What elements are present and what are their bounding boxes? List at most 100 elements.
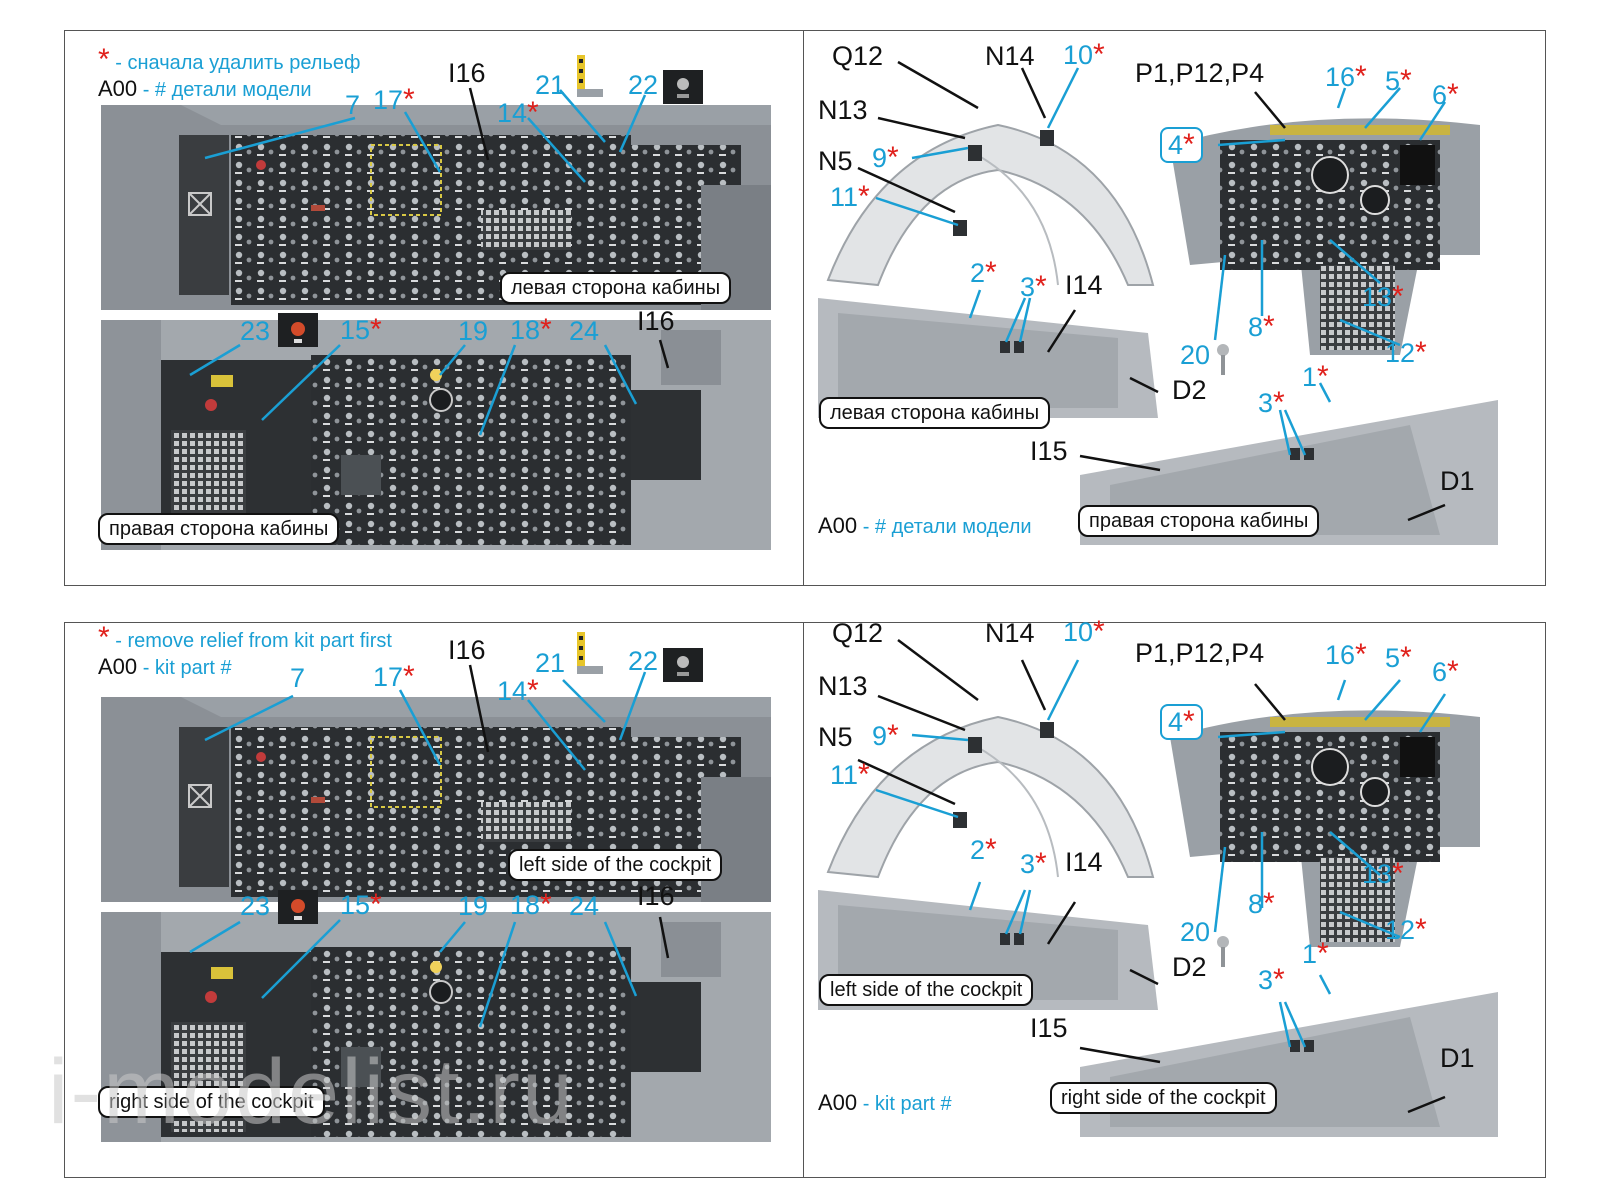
legend-code: A00 [818,513,858,538]
callout-number: 9 [872,721,888,751]
asterisk-mark: * [1392,280,1404,313]
asterisk-mark: * [1035,270,1047,303]
caption-right-side: правая сторона кабины [1078,505,1320,537]
legend-text: - remove relief from kit part first [109,630,392,652]
callout-6: 6* [1432,80,1459,110]
sheet-divider [803,622,804,1178]
legend-part-number: A00 - # детали модели [818,513,1032,538]
callout-number: 3 [1258,965,1274,995]
callout-number: 16 [1325,62,1356,92]
callout-8: 8* [1248,889,1275,919]
legend-code: A00 [98,654,138,679]
asterisk-mark: * [527,674,539,707]
callout-3: 3* [1258,388,1285,418]
callout-8: 8* [1248,312,1275,342]
part-Q12: Q12 [832,618,884,648]
callout-11: 11* [830,760,870,790]
part-P1-P12-P4: P1,P12,P4 [1135,638,1265,668]
callout-3: 3* [1258,965,1285,995]
asterisk-mark: * [1400,64,1412,97]
legend-part-number: A00 - # детали модели [98,78,312,101]
asterisk-mark: * [1317,360,1329,393]
callout-10: 10* [1063,40,1105,70]
asterisk-mark: * [540,313,552,346]
callout-7: 7 [290,663,306,693]
asterisk-mark: * [1355,638,1367,671]
asterisk-mark: * [370,888,382,921]
instrument-panel-photo [1160,105,1490,355]
callout-21: 21 [535,70,566,100]
asterisk-mark: * [858,180,870,213]
part-I16: I16 [448,635,486,665]
caption-right-side: правая сторона кабины [98,513,340,545]
asterisk-mark: * [403,660,415,693]
callout-3: 3* [1020,272,1047,302]
part-I16: I16 [637,881,675,911]
callout-20: 20 [1180,917,1211,947]
legend-part-number: A00 - kit part # [818,1092,952,1115]
asterisk-mark: * [540,888,552,921]
asterisk-mark: * [858,758,870,791]
part-I16: I16 [448,58,486,88]
callout-14: 14* [497,98,539,128]
part-I15: I15 [1030,436,1068,466]
callout-7: 7 [345,90,361,120]
callout-6: 6* [1432,657,1459,687]
part-N14: N14 [985,618,1035,648]
callout-23: 23 [240,891,271,921]
caption-right-side: right side of the cockpit [1050,1082,1277,1114]
part-D2: D2 [1172,952,1207,982]
callout-1: 1* [1302,362,1329,392]
asterisk-mark: * [370,313,382,346]
asterisk-mark: * [1093,615,1105,648]
part-N13: N13 [818,671,868,701]
callout-number: 17 [373,662,404,692]
callout-9: 9* [872,143,899,173]
callout-number: 2 [970,258,986,288]
legend-text: - kit part # [857,1093,952,1115]
callout-24: 24 [569,891,600,921]
asterisk-mark: * [1415,336,1427,369]
callout-9: 9* [872,721,899,751]
part-N13: N13 [818,95,868,125]
legend-text: - # детали модели [137,79,312,101]
callout-2: 2* [970,258,997,288]
asterisk-mark: * [1183,705,1195,738]
asterisk-mark: * [1447,655,1459,688]
callout-15: 15* [340,890,382,920]
callout-24: 24 [569,316,600,346]
asterisk-mark: * [1273,386,1285,419]
callout-13: 13* [1362,282,1404,312]
callout-14: 14* [497,676,539,706]
callout-15: 15* [340,315,382,345]
bracket-part-icon [575,55,603,102]
callout-2: 2* [970,835,997,865]
asterisk-mark: * [887,719,899,752]
callout-5: 5* [1385,643,1412,673]
callout-5: 5* [1385,66,1412,96]
bracket-part-icon [575,632,603,679]
asterisk-mark: * [527,96,539,129]
warning-panel-icon [278,313,318,352]
callout-number: 1 [1302,939,1318,969]
callout-number: 13 [1362,859,1393,889]
part-I15: I15 [1030,1013,1068,1043]
part-I14: I14 [1065,847,1103,877]
callout-number: 13 [1362,282,1393,312]
caption-left-side: левая сторона кабины [819,397,1051,429]
callout-3: 3* [1020,849,1047,879]
callout-number: 4 [1168,130,1184,160]
callout-4: 4* [1160,127,1203,163]
part-N5: N5 [818,722,853,752]
callout-number: 12 [1385,338,1416,368]
legend-text: - # детали модели [857,516,1032,538]
callout-20: 20 [1180,340,1211,370]
warning-panel-icon [278,890,318,929]
callout-number: 10 [1063,40,1094,70]
asterisk-mark: * [1447,78,1459,111]
callout-21: 21 [535,648,566,678]
callout-17: 17* [373,662,415,692]
callout-number: 3 [1258,388,1274,418]
asterisk-mark: * [1415,913,1427,946]
callout-number: 3 [1020,272,1036,302]
